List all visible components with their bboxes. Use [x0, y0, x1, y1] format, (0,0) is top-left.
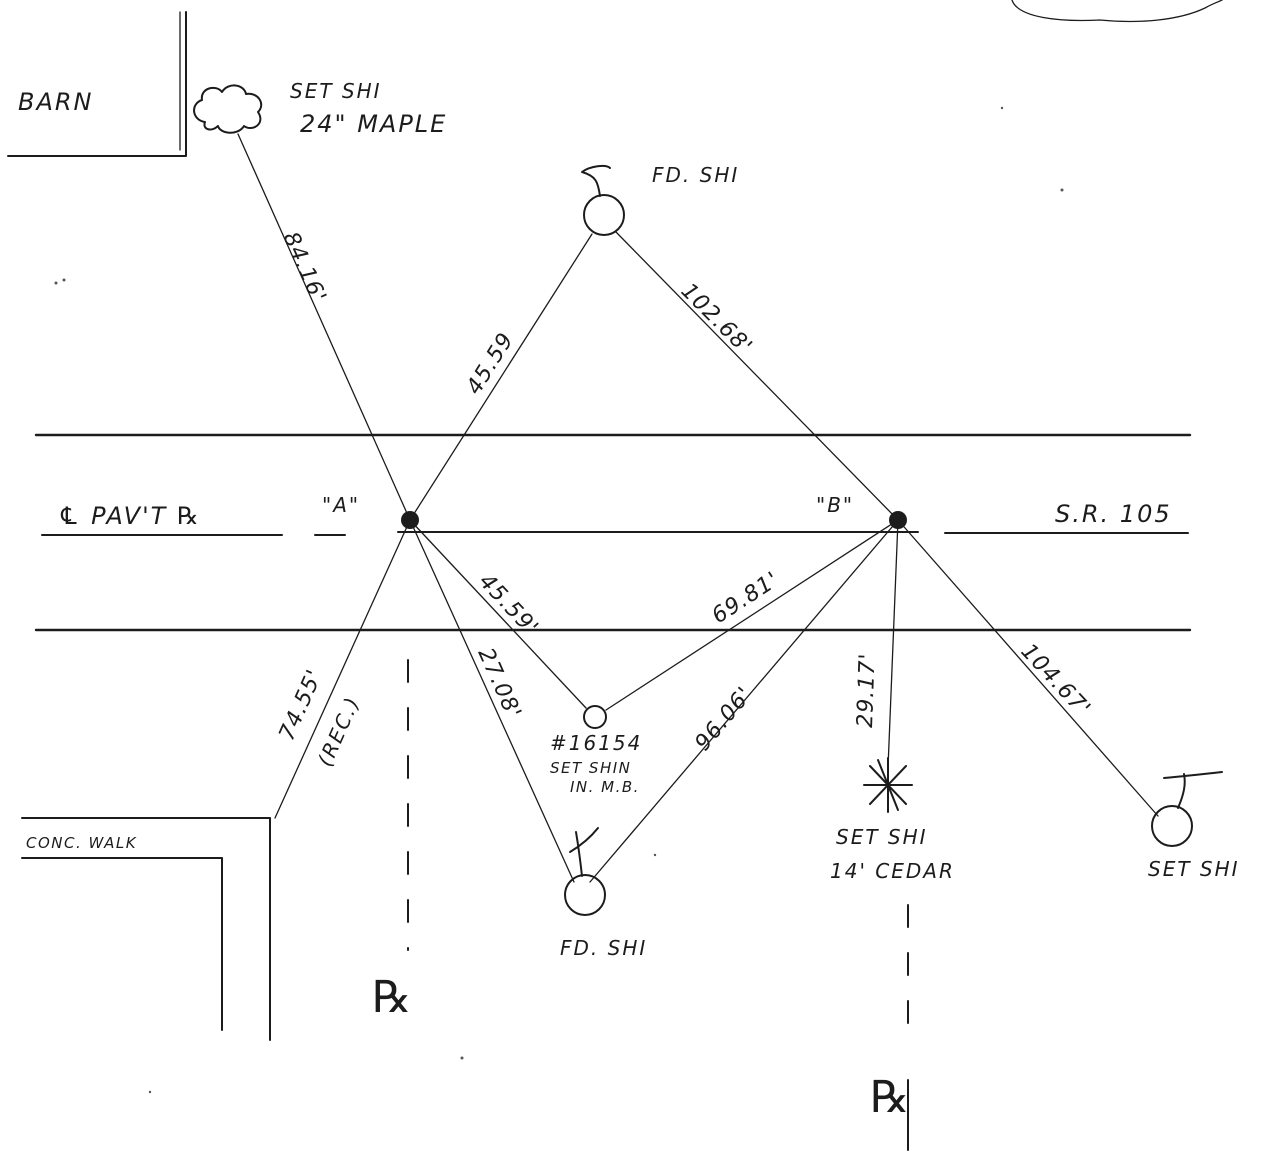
maple-label-line2: 24" MAPLE — [300, 110, 447, 138]
cedar-label-line1: SET SHI — [836, 825, 928, 849]
rec-label: (REC.) — [313, 692, 365, 770]
measure-b-to-monument: 69.81' — [708, 567, 785, 629]
point-b-marker — [889, 511, 907, 529]
monument-label-line1: #16154 — [550, 731, 642, 755]
route-label: S.R. 105 — [1055, 500, 1172, 528]
measure-b-to-set-shi-right: 104.67' — [1016, 639, 1096, 722]
maple-label-line1: SET SHI — [290, 79, 382, 103]
measure-b-to-fd-bottom: 96.06' — [690, 682, 757, 756]
tie-b-to-monument — [605, 519, 899, 711]
tree-canopy-top-right — [1011, 0, 1223, 23]
road-centerline — [41, 531, 1189, 536]
measure-a-to-maple: 84.16' — [278, 228, 331, 307]
tie-b-to-fd-bottom — [589, 519, 899, 883]
property-line-symbol-left: ℞ — [372, 972, 411, 1023]
measure-b-to-fd-top: 102.68' — [676, 279, 757, 360]
cedar-tree-icon — [863, 757, 913, 813]
measure-a-to-fd-top: 45.59 — [462, 328, 519, 399]
barn-label: BARN — [18, 88, 94, 116]
tie-b-to-set-shi-right — [897, 519, 1159, 817]
barn-outline — [7, 11, 187, 157]
tie-a-to-fd-top — [409, 233, 593, 521]
tie-a-to-walk-corner — [274, 519, 411, 819]
fd-shi-top-label: FD. SHI — [652, 163, 739, 187]
measure-a-to-fd-bottom: 27.08' — [473, 644, 526, 723]
set-shi-right-label: SET SHI — [1148, 857, 1240, 881]
conc-walk-outline — [21, 817, 271, 1041]
tie-b-to-fd-top — [615, 231, 899, 521]
measure-a-to-walk-corner: 74.55' — [275, 666, 328, 745]
property-line-symbol-right: ℞ — [870, 1072, 909, 1123]
point-a-marker — [401, 511, 419, 529]
pavement-label: ℄ PAV'T ℞ — [58, 502, 200, 530]
conc-walk-label: CONC. WALK — [26, 834, 137, 852]
tie-b-to-cedar — [887, 519, 899, 769]
fd-shi-bottom-label: FD. SHI — [560, 936, 647, 960]
monument-label-line2: SET SHIN — [550, 759, 631, 777]
pencil-specks — [54, 106, 1064, 1094]
point-a-label: "A" — [322, 493, 360, 517]
tie-a-to-monument — [409, 519, 587, 709]
maple-tree-icon — [193, 84, 263, 134]
fd-shi-bottom-marker — [564, 827, 606, 916]
point-b-label: "B" — [816, 493, 854, 517]
cedar-label-line2: 14' CEDAR — [830, 859, 955, 883]
monument-label-line3: IN. M.B. — [570, 778, 640, 796]
tie-a-to-fd-bottom — [409, 519, 575, 883]
measure-b-to-cedar: 29.17' — [853, 652, 881, 728]
set-shi-right-marker — [1151, 771, 1223, 847]
tie-a-to-maple — [237, 133, 411, 521]
monument-marker — [583, 705, 607, 729]
fd-shi-top-marker — [581, 164, 625, 236]
